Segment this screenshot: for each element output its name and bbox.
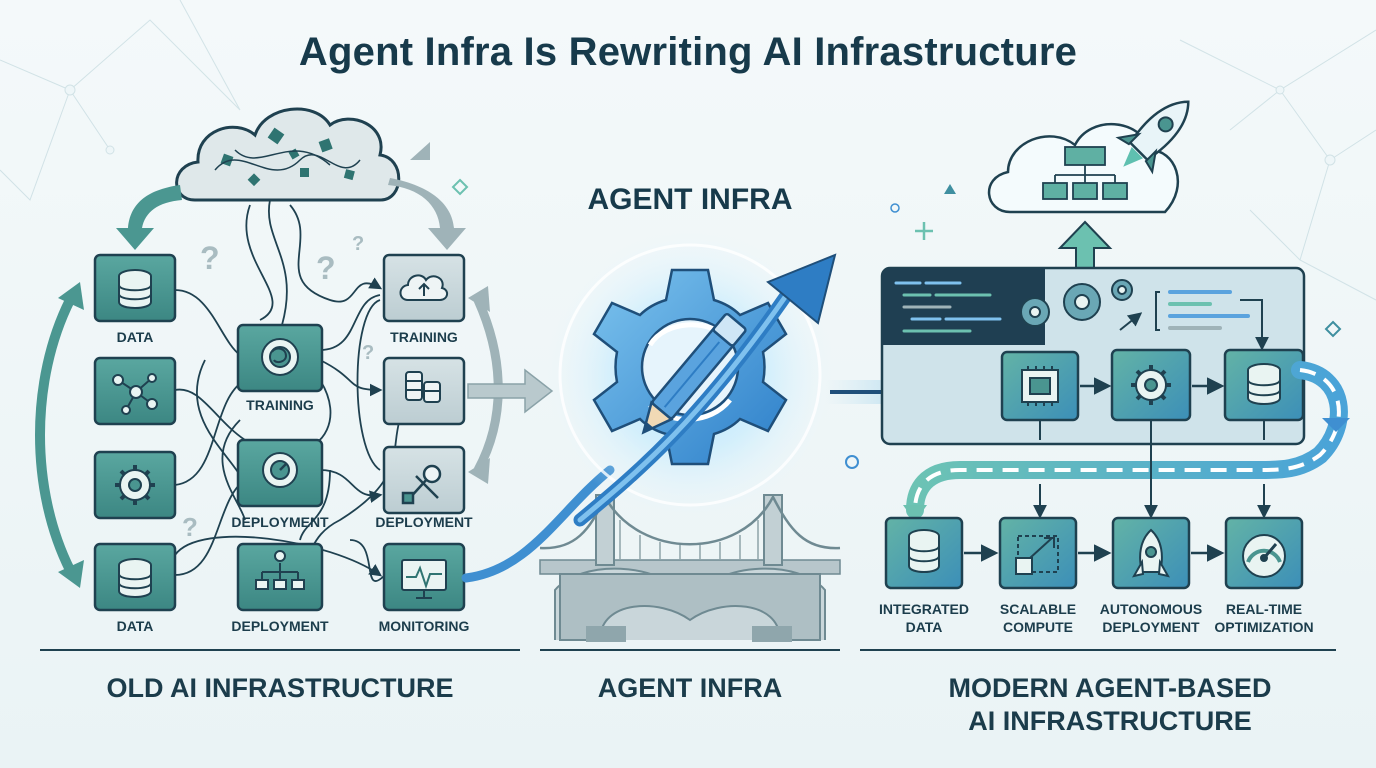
rocket-icon <box>1132 528 1170 578</box>
brain-gear-icon <box>261 338 299 376</box>
label-output-integrated-data-line1: INTEGRATED <box>879 601 969 617</box>
modern-chip-box <box>1000 350 1080 422</box>
label-old-data-bottom: DATA <box>116 618 154 634</box>
database-icon <box>1247 363 1281 405</box>
label-old-data-top: DATA <box>116 329 154 345</box>
label-output-integrated-data: INTEGRATED DATA <box>864 600 984 636</box>
tools-icon <box>401 464 442 505</box>
gear-icon <box>1131 365 1171 405</box>
gear-icon <box>115 465 155 505</box>
page-title: Agent Infra Is Rewriting AI Infrastructu… <box>298 30 1078 74</box>
bridge-illustration <box>539 494 841 642</box>
question-mark-4: ? <box>362 342 375 364</box>
label-output-integrated-data-line2: DATA <box>905 619 943 635</box>
hierarchy-icon <box>1042 146 1128 200</box>
old-storage-box <box>382 356 466 426</box>
scale-icon <box>1015 535 1059 575</box>
output-autonomous-deployment-box <box>1111 516 1191 590</box>
old-data-bottom-box <box>93 542 177 612</box>
section-label-old: OLD AI INFRASTRUCTURE <box>106 673 454 703</box>
label-old-monitoring: MONITORING <box>378 618 470 634</box>
down-connectors <box>1033 420 1271 519</box>
old-gear-box <box>93 450 177 520</box>
network-graph-icon <box>112 373 158 415</box>
label-old-training-mid: TRAINING <box>246 397 314 413</box>
old-training-right-box <box>382 253 466 323</box>
modern-flow-band <box>903 361 1350 522</box>
messy-cloud <box>175 107 401 202</box>
old-deployment-bottom-box <box>236 542 324 612</box>
old-training-box <box>236 323 324 393</box>
output-integrated-data-box <box>884 516 964 590</box>
label-output-scalable-compute-line1: SCALABLE <box>999 601 1077 617</box>
agent-infra-heading: AGENT INFRA <box>587 183 793 216</box>
label-old-training-right: TRAINING <box>390 329 458 345</box>
pencil-icon <box>641 312 747 435</box>
section-label-modern: MODERN AGENT-BASED AI INFRASTRUCTURE <box>880 672 1340 738</box>
org-chart-icon <box>255 550 305 590</box>
label-output-autonomous-deployment-line1: AUTONOMOUS <box>1099 601 1203 617</box>
growth-arrow <box>573 253 837 527</box>
old-data-top-box <box>93 253 177 323</box>
old-to-agent-arrow <box>467 368 554 414</box>
question-mark-5: ? <box>182 512 198 542</box>
gauge-icon <box>1242 534 1286 578</box>
up-to-cloud-arrow <box>1057 220 1113 269</box>
decorative-sparkles <box>410 142 1342 469</box>
background-network <box>0 0 1376 301</box>
gear-cluster-icon <box>1020 279 1133 327</box>
section-label-modern-line2: AI INFRASTRUCTURE <box>968 706 1252 736</box>
section-label-agent: AGENT INFRA <box>597 673 783 703</box>
modern-code-panel <box>880 266 1306 446</box>
database-icon <box>118 269 152 309</box>
cpu-chip-icon <box>1021 366 1059 406</box>
old-graph-box <box>93 356 177 426</box>
label-output-real-time-optimization-line2: OPTIMIZATION <box>1214 619 1314 635</box>
left-cycle-arrow <box>35 282 84 588</box>
question-mark-1: ? <box>200 240 220 276</box>
label-output-autonomous-deployment: AUTONOMOUS DEPLOYMENT <box>1091 600 1211 636</box>
agent-orbit <box>558 243 822 507</box>
tangled-connections <box>174 199 411 582</box>
label-old-deployment-right: DEPLOYMENT <box>375 514 473 530</box>
label-output-real-time-optimization: REAL-TIME OPTIMIZATION <box>1204 600 1324 636</box>
section-label-modern-line1: MODERN AGENT-BASED <box>948 673 1272 703</box>
gear-clock-icon <box>262 452 298 488</box>
rocket-icon <box>1115 100 1190 175</box>
label-output-real-time-optimization-line1: REAL-TIME <box>1225 601 1303 617</box>
old-deployment-box <box>236 438 324 508</box>
output-scalable-compute-box <box>998 516 1078 590</box>
stacked-coins-icon <box>405 371 441 403</box>
label-output-scalable-compute-line2: COMPUTE <box>1003 619 1073 635</box>
output-real-time-optimization-box <box>1224 516 1304 590</box>
old-monitoring-box <box>382 542 466 612</box>
database-icon <box>118 558 152 598</box>
label-old-deployment-mid: DEPLOYMENT <box>231 514 329 530</box>
question-mark-2: ? <box>316 250 336 286</box>
modern-database-box <box>1223 348 1305 422</box>
monitor-pulse-icon <box>401 559 447 599</box>
label-output-scalable-compute: SCALABLE COMPUTE <box>978 600 1098 636</box>
modern-cloud <box>987 122 1179 214</box>
label-output-autonomous-deployment-line2: DEPLOYMENT <box>1102 619 1200 635</box>
old-deployment-right-box <box>382 445 466 515</box>
cloud-side-arrows <box>116 178 466 250</box>
label-old-deployment-bottom: DEPLOYMENT <box>231 618 329 634</box>
cloud-upload-icon <box>399 274 448 301</box>
question-mark-3: ? <box>352 233 365 255</box>
monitoring-swoosh <box>461 465 615 583</box>
modern-gear-box <box>1110 348 1192 422</box>
database-icon <box>908 529 940 573</box>
